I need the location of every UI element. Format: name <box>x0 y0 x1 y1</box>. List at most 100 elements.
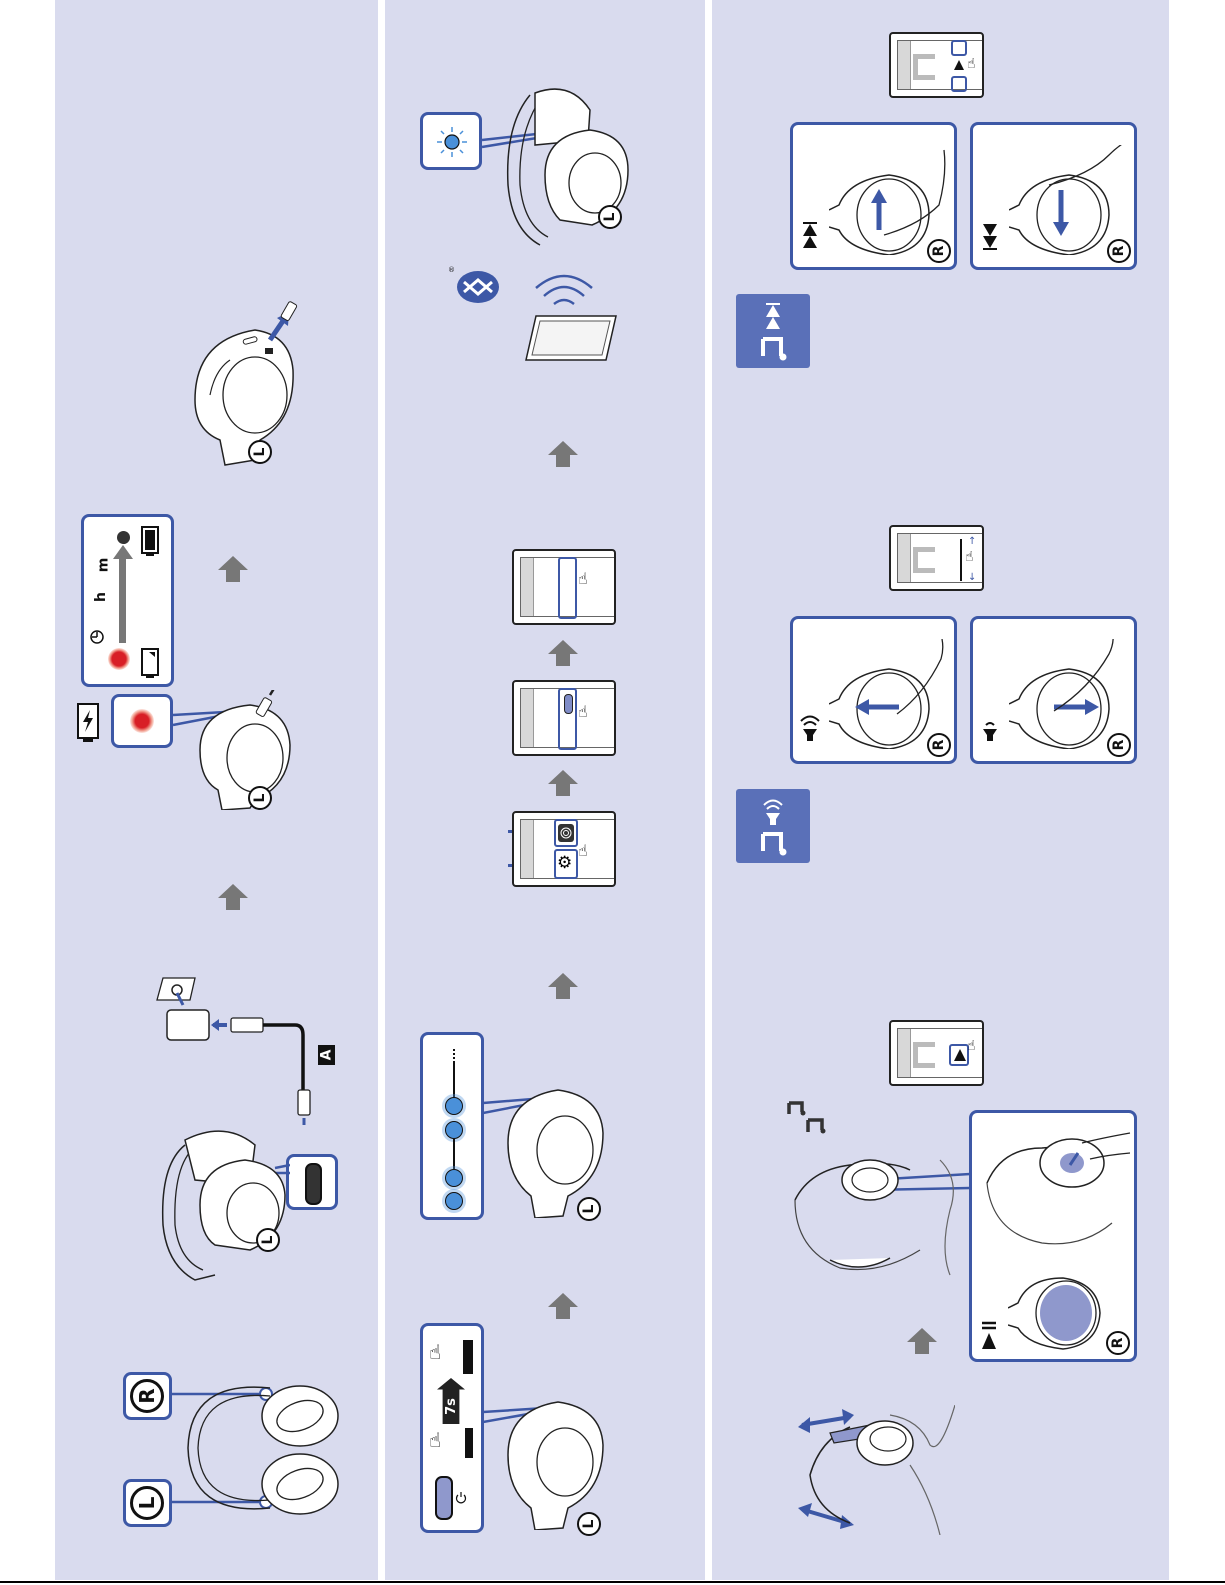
earcup-led-illustration <box>483 1078 623 1218</box>
play-pause-tap-callout: R <box>969 1110 1137 1362</box>
volume-down-arrow: ↓ <box>968 573 976 583</box>
next-track-gesture-callout: R <box>790 122 957 270</box>
smartphone-icon <box>524 314 618 362</box>
left-side-label: L <box>130 1486 164 1520</box>
charging-indicator-callout <box>111 694 173 748</box>
battery-full-icon <box>140 525 162 557</box>
tap-hand-icon: ☝ <box>965 549 974 565</box>
blue-led-blink-icon <box>445 1169 463 1187</box>
next-track-icon <box>801 221 819 251</box>
usb-port-callout <box>286 1154 338 1210</box>
left-side-label: L <box>577 1512 601 1536</box>
page-bottom-rule <box>0 1581 1225 1583</box>
left-side-label: L <box>598 205 622 229</box>
right-side-callout: R <box>123 1372 172 1420</box>
play-button[interactable] <box>949 1044 969 1066</box>
phone-step-bluetooth-on: ☝ <box>512 680 616 756</box>
device-list-highlight[interactable] <box>558 557 577 619</box>
phone-track-control: ☝ <box>889 32 984 98</box>
volume-feature-tile <box>736 789 810 863</box>
bluetooth-toggle-highlight[interactable] <box>558 688 577 750</box>
end-time-label: m <box>95 558 111 573</box>
step-arrow-icon <box>548 973 578 999</box>
wireless-signal-icon <box>534 270 594 310</box>
music-note-icon <box>913 54 935 80</box>
app-icon-highlight[interactable] <box>554 819 578 847</box>
blue-led-blink-icon <box>445 1121 463 1139</box>
left-side-label: L <box>248 786 272 810</box>
previous-track-icon <box>981 221 999 251</box>
left-side-callout: L <box>123 1479 172 1527</box>
power-button-icon[interactable] <box>435 1476 453 1520</box>
charge-status-callout: m h <box>81 514 174 687</box>
right-side-label: R <box>1106 1331 1130 1355</box>
settings-icon-highlight[interactable]: ⚙ <box>554 849 578 879</box>
volume-down-gesture-callout: R <box>970 616 1137 764</box>
gear-icon: ⚙ <box>557 853 572 873</box>
play-icon <box>954 1049 966 1061</box>
phone-volume-control: ↑ ↓ ☝ <box>889 525 984 591</box>
earcup-power-illustration <box>483 1390 623 1530</box>
step-arrow-icon <box>218 884 248 910</box>
volume-up-icon <box>761 795 785 827</box>
power-icon <box>455 1492 467 1504</box>
finger-release-icon: ☝ <box>429 1340 441 1364</box>
indicator-off-dot <box>117 531 130 544</box>
adjust-headband-illustration <box>790 1405 955 1535</box>
button-pressed-icon <box>465 1428 473 1458</box>
earcup-tap-area-illustration <box>1008 1273 1108 1353</box>
bluetooth-toggle-on[interactable] <box>564 694 573 714</box>
progress-arrow-shaft <box>119 555 126 643</box>
right-side-label: R <box>1107 239 1131 263</box>
right-side-label: R <box>927 733 951 757</box>
tap-hand-icon: ☝ <box>578 702 588 721</box>
battery-low-icon <box>140 647 162 679</box>
right-side-label: R <box>927 239 951 263</box>
music-note-icon <box>759 831 789 857</box>
pairing-indicator-callout <box>420 112 482 170</box>
start-time-label: h <box>93 592 109 602</box>
right-side-label: R <box>1107 733 1131 757</box>
timeline-line <box>453 1063 455 1099</box>
progress-arrow-head <box>113 545 133 559</box>
right-side-label: R <box>130 1379 164 1413</box>
tap-hand-icon: ☝ <box>967 56 976 72</box>
headphones-top-view-illustration <box>170 1380 345 1530</box>
indicator-red-dot <box>130 709 154 733</box>
volume-slider[interactable] <box>960 539 962 581</box>
step-arrow-icon <box>907 1328 937 1354</box>
blinking-blue-led-icon <box>435 125 469 159</box>
wearing-headphones-illustration <box>790 1140 980 1280</box>
music-note-icon <box>913 547 935 573</box>
registered-mark: ® <box>448 266 455 274</box>
double-tap-illustration <box>982 1123 1132 1253</box>
left-side-label: L <box>256 1228 280 1252</box>
play-pause-icon <box>980 1321 998 1351</box>
usb-adapter-cable-illustration <box>155 975 345 1130</box>
indicator-red-dot <box>108 648 130 670</box>
charging-battery-icon <box>76 702 102 744</box>
volume-up-gesture-callout: R <box>790 616 957 764</box>
prev-track-button[interactable] <box>951 76 967 92</box>
next-track-button[interactable] <box>951 40 967 56</box>
hold-duration-badge: 7s <box>437 1378 465 1424</box>
power-hold-callout: ☝ 7s ☝ <box>420 1323 484 1533</box>
clock-icon <box>89 629 105 645</box>
headphones-side-illustration <box>155 1125 290 1285</box>
step-arrow-icon <box>548 441 578 467</box>
track-feature-tile <box>736 294 810 368</box>
volume-up-icon <box>799 711 821 743</box>
step-arrow-icon <box>218 556 248 582</box>
tap-hand-icon: ☝ <box>578 569 588 588</box>
bluetooth-logo-icon <box>456 270 500 304</box>
volume-down-icon <box>979 719 1001 743</box>
app-icon <box>558 824 574 842</box>
pairing-blink-pattern-callout <box>420 1032 484 1220</box>
prev-track-gesture-callout: R <box>970 122 1137 270</box>
earcup-cable-unplug-illustration <box>185 300 305 470</box>
left-side-label: L <box>577 1197 601 1221</box>
cable-label-badge: A <box>318 1045 335 1065</box>
cable-label: A <box>319 1050 335 1061</box>
music-note-icon <box>759 336 789 362</box>
left-side-label: L <box>248 440 272 464</box>
